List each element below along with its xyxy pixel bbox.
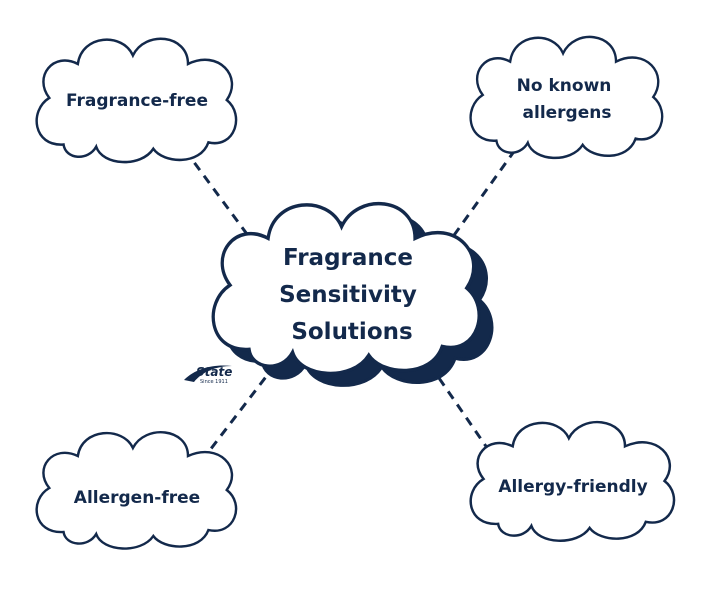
center-title-line-1: Fragrance <box>283 245 413 271</box>
center-cloud-title: Fragrance Sensitivity Solutions <box>279 245 425 345</box>
cloud-bottom-left-label: Allergen-free <box>74 488 200 508</box>
cloud-allergy-friendly: Allergy-friendly <box>469 420 676 542</box>
cloud-top-left-line-1: Fragrance-free <box>66 91 208 111</box>
connector-top-right <box>445 149 517 246</box>
logo-swoosh-icon <box>184 365 232 382</box>
cloud-top-right-shape <box>469 35 664 160</box>
logo-tagline: Since 1911 <box>200 379 228 385</box>
cloud-allergen-free: Allergen-free <box>35 431 238 550</box>
connector-top-left <box>183 149 257 246</box>
connectors <box>183 149 517 456</box>
center-title-line-3: Solutions <box>291 319 412 345</box>
center-cloud: Fragrance Sensitivity Solutions <box>211 201 494 387</box>
center-title-line-2: Sensitivity <box>279 282 417 308</box>
cloud-bottom-right-label: Allergy-friendly <box>498 477 647 497</box>
state-logo: State Since 1911 <box>184 365 232 385</box>
cloud-no-known-allergens: No known allergens <box>469 35 664 160</box>
cloud-bottom-left-line-1: Allergen-free <box>74 488 200 508</box>
connector-bottom-left <box>208 364 277 451</box>
cloud-top-right-label: No known allergens <box>517 76 618 123</box>
cloud-fragrance-free: Fragrance-free <box>35 37 238 164</box>
cloud-bottom-right-line-1: Allergy-friendly <box>498 477 647 497</box>
connector-bottom-right <box>428 364 494 456</box>
cloud-top-right-line-2: allergens <box>523 103 612 123</box>
logo-wordmark: State <box>196 365 232 379</box>
cloud-top-right-line-1: No known <box>517 76 612 96</box>
cloud-top-left-label: Fragrance-free <box>66 91 208 111</box>
